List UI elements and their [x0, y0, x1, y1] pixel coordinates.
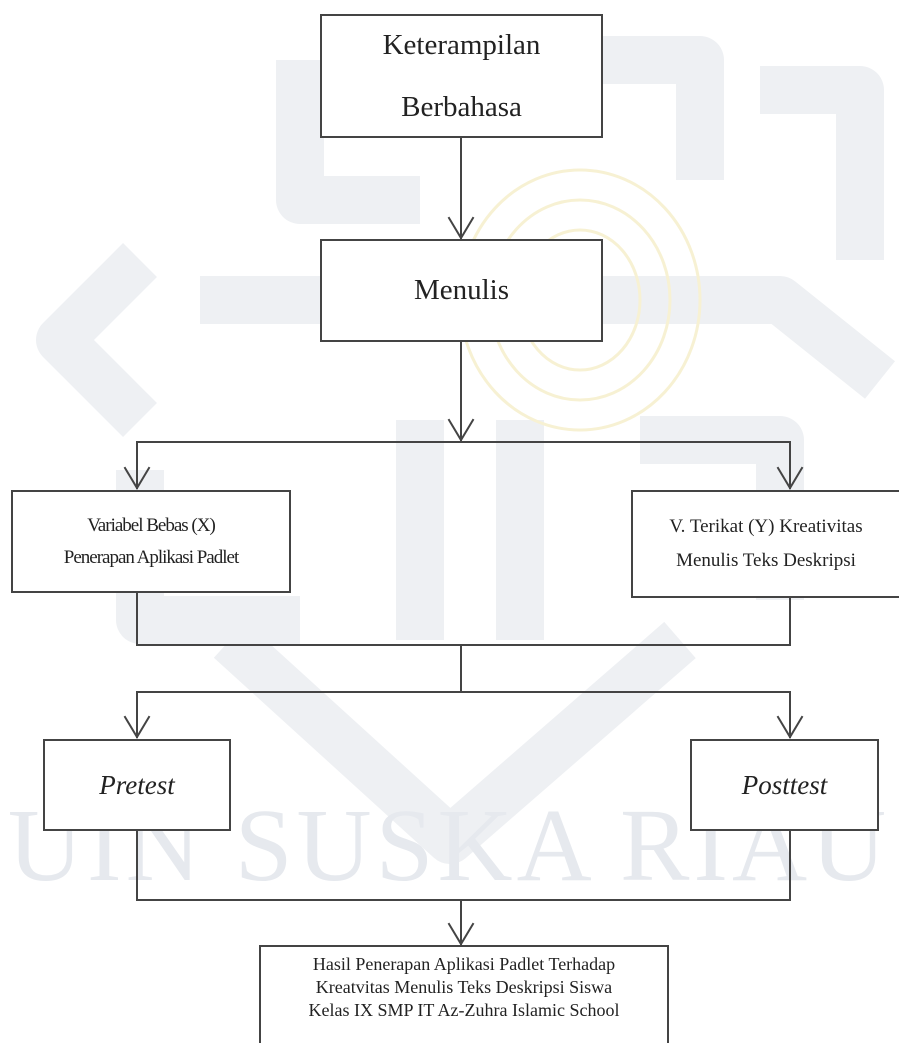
node-hasil-line2: Kreatvitas Menulis Teks Deskripsi Siswa [315, 977, 613, 997]
node-variabel-terikat-line1: V. Terikat (Y) Kreativitas [669, 516, 863, 537]
node-variabel-terikat-line2: Menulis Teks Deskripsi [676, 550, 856, 571]
node-pretest: Pretest [43, 739, 231, 831]
node-menulis-label: Menulis [413, 274, 510, 306]
node-keterampilan-berbahasa: Keterampilan Berbahasa [320, 14, 603, 138]
node-keterampilan-line2: Berbahasa [401, 91, 522, 123]
node-variabel-terikat: V. Terikat (Y) Kreativitas Menulis Teks … [631, 490, 899, 598]
node-variabel-bebas-line2: Penerapan Aplikasi Padlet [63, 546, 239, 568]
node-hasil: Hasil Penerapan Aplikasi Padlet Terhadap… [259, 945, 669, 1043]
node-hasil-line3: Kelas IX SMP IT Az-Zuhra Islamic School [308, 1000, 620, 1020]
node-hasil-line1: Hasil Penerapan Aplikasi Padlet Terhadap [312, 954, 616, 974]
node-variabel-bebas-line1: Variabel Bebas (X) [87, 514, 216, 536]
node-keterampilan-line1: Keterampilan [382, 29, 541, 61]
node-posttest-label: Posttest [741, 769, 828, 800]
node-variabel-bebas: Variabel Bebas (X) Penerapan Aplikasi Pa… [11, 490, 291, 593]
node-menulis: Menulis [320, 239, 603, 342]
node-posttest: Posttest [690, 739, 879, 831]
node-pretest-label: Pretest [99, 769, 175, 800]
